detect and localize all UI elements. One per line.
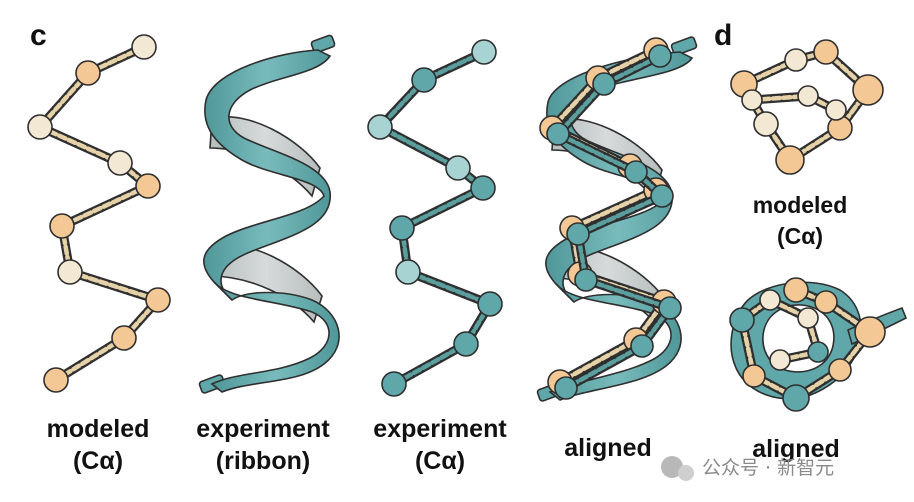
label-experiment-ribbon-line2: (ribbon) [216,447,310,475]
experiment-bond [377,124,461,171]
ribbon-top-stub [310,34,336,54]
d-aligned-atom [797,307,819,329]
aligned-overlay [536,36,698,402]
modeled-atom [57,259,83,285]
label-d-modeled-line2: (Cα) [777,223,823,249]
aligned-experiment-bond [555,131,639,175]
experiment-atom [453,331,479,357]
modeled-bond [67,269,161,303]
label-experiment-ribbon-line1: experiment [196,415,330,443]
experiment-atom [445,155,471,181]
aligned-experiment-atom [630,334,654,358]
aligned-experiment-atom [546,122,570,146]
aligned-experiment-atom [554,376,578,400]
d-aligned-atoms [729,277,886,412]
modeled-ca-chain [27,34,171,393]
wechat-icon-secondary [678,465,694,481]
aligned-experiment-atom [658,296,682,320]
experiment-atom [395,259,421,285]
modeled-atom [131,34,157,60]
aligned-experiment-atom [566,222,590,246]
d-modeled-atom [784,48,808,72]
label-d-aligned: aligned [752,435,840,463]
label-experiment-ca-line1: experiment [373,415,507,443]
d-aligned-atom [814,290,838,314]
d-aligned-atom [807,341,829,363]
experiment-bond [391,341,469,387]
experiment-atom [389,215,415,241]
aligned-modeled-bond [557,337,639,385]
experiment-ribbon-helix [198,34,340,394]
aligned-experiment-bond [575,193,665,237]
experiment-atom [471,39,497,65]
aligned-modeled-bond [569,187,659,231]
modeled-atom [75,60,101,86]
d-aligned-atom [742,364,766,388]
d-modeled-atom [741,89,763,111]
aligned-ca-chain [539,37,682,400]
d-modeled-atom [852,74,884,106]
aligned-experiment-bond [583,277,673,311]
experiment-atom [367,114,393,140]
modeled-atom [43,367,69,393]
experiment-atom [470,175,496,201]
d-modeled-ring [730,39,884,175]
watermark-text: 公众号 · 新智元 [702,457,834,479]
modeled-atom [145,287,171,313]
modeled-bond [53,335,127,383]
d-aligned-atom [729,307,755,333]
experiment-bond [405,269,493,307]
d-aligned-atom [759,289,781,311]
modeled-bond [37,124,123,166]
label-d-modeled-line1: modeled [753,192,848,218]
panel-label-c: c [30,19,47,52]
aligned-experiment-atom [650,184,674,208]
d-aligned-atom [828,358,852,382]
aligned-experiment-atom [592,72,616,96]
panel-label-d: d [714,19,732,52]
modeled-atom [27,114,53,140]
d-modeled-atom [813,39,839,65]
modeled-bond [59,183,151,229]
label-experiment-ca-line2: (Cα) [415,447,465,475]
experiment-atom [411,67,437,93]
label-aligned: aligned [564,434,652,462]
experiment-bond [399,185,486,231]
d-aligned-atom [782,384,810,412]
aligned-experiment-atom [648,44,672,68]
d-aligned-atom [769,349,791,371]
ribbon-front-segment [210,281,340,393]
d-modeled-atom [753,111,779,137]
modeled-atom [135,173,161,199]
watermark: 公众号 · 新智元 [661,456,834,481]
d-modeled-atom [775,145,805,175]
wechat-icon [661,456,683,478]
aligned-experiment-atom [574,268,598,292]
aligned-experiment-bond [563,343,645,391]
aligned-experiment-atom [624,160,648,184]
d-aligned-atom [783,277,809,303]
d-aligned-atom [854,316,886,348]
modeled-atom [49,213,75,239]
experiment-atom [477,291,503,317]
modeled-atom [107,150,133,176]
d-modeled-atom [825,99,847,121]
modeled-atom [111,325,137,351]
label-modeled-line1: modeled [47,415,150,443]
d-modeled-atom [797,85,819,107]
experiment-ca-chain [367,39,503,397]
d-aligned-ring [729,277,908,412]
label-modeled-line2: (Cα) [73,447,123,475]
aligned-top-stub [670,36,698,56]
experiment-atom [381,371,407,397]
